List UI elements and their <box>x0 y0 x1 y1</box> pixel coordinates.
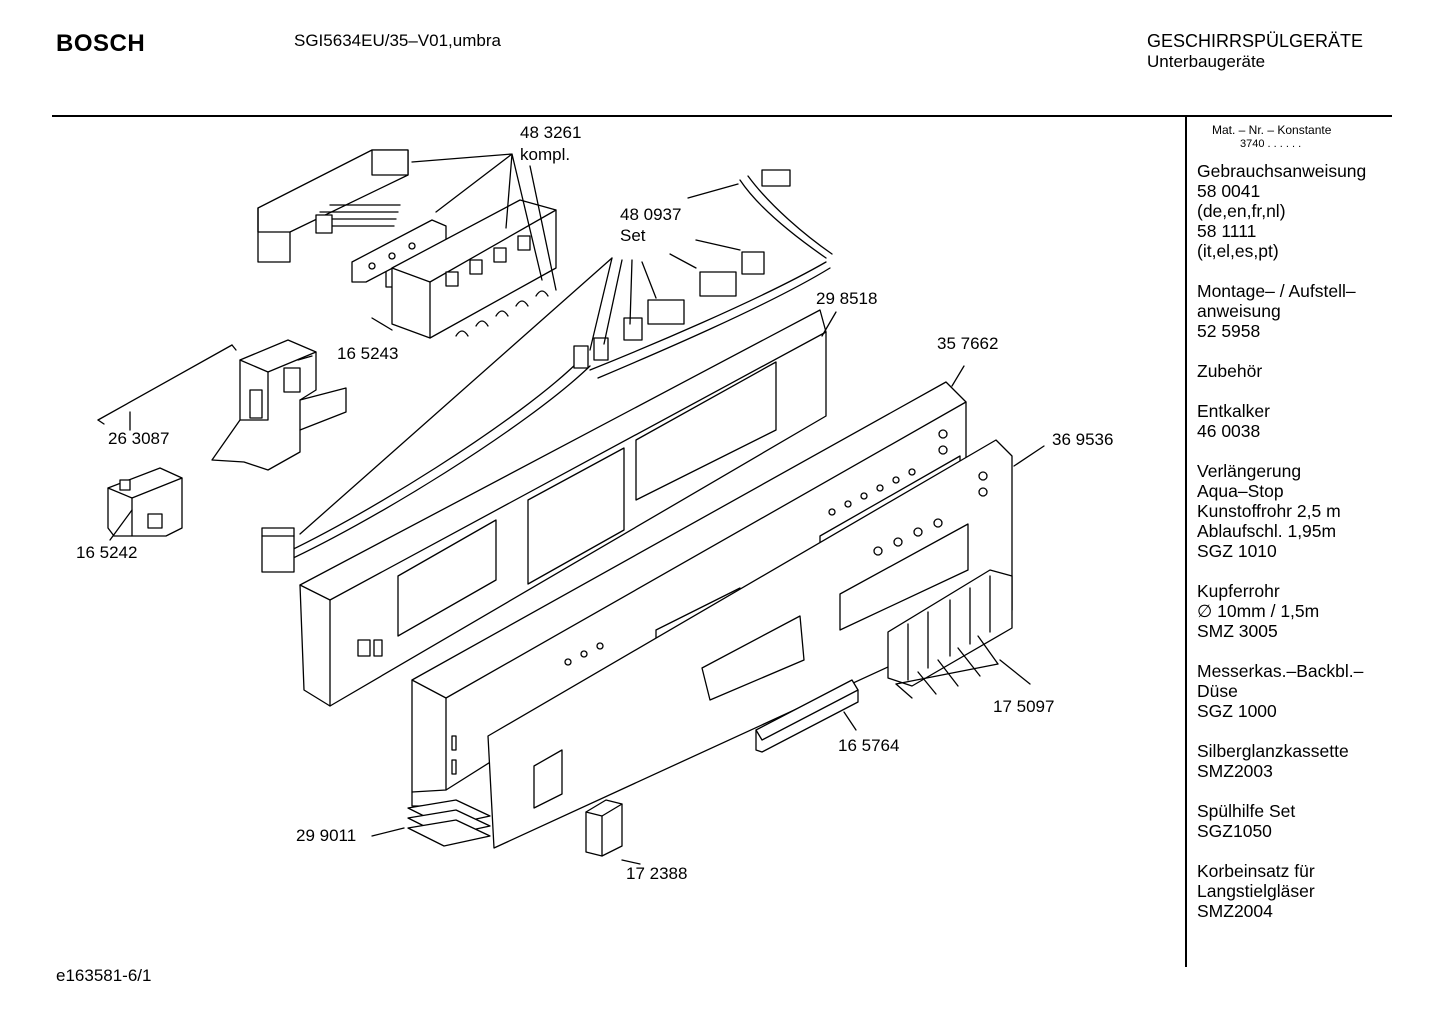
part-labels: 48 3261 kompl. 48 0937 Set 29 8518 16 52… <box>76 123 1113 883</box>
leader-lines <box>109 153 1045 865</box>
accessory-line: Entkalker <box>1197 401 1270 421</box>
part-label-480937: 48 0937 <box>620 205 681 224</box>
accessory-line: Messerkas.–Backbl.– <box>1197 661 1364 681</box>
accessory-group: Messerkas.–Backbl.– Düse SGZ 1000 <box>1197 661 1387 721</box>
accessory-line: SGZ 1010 <box>1197 541 1277 561</box>
fascia-part <box>487 439 1013 849</box>
accessory-line: Zubehör <box>1197 361 1263 381</box>
accessory-line: Langstielgläser <box>1197 881 1315 901</box>
accessory-group: Entkalker 46 0038 <box>1197 401 1387 441</box>
part-label-483261: 48 3261 <box>520 123 581 142</box>
accessory-line: (it,el,es,pt) <box>1197 241 1279 261</box>
trim-strip-part <box>755 679 859 753</box>
accessory-line: Verlängerung <box>1197 461 1302 481</box>
part-label-369536: 36 9536 <box>1052 430 1113 449</box>
accessory-line: Düse <box>1197 681 1238 701</box>
accessory-line: SMZ2004 <box>1197 901 1273 921</box>
accessory-line: 58 0041 <box>1197 181 1261 201</box>
accessory-line: Ablaufschl. 1,95m <box>1197 521 1337 541</box>
part-label-298518: 29 8518 <box>816 289 877 308</box>
category-subtitle: Unterbaugeräte <box>1147 52 1266 71</box>
accessory-group: Korbeinsatz für Langstielgläser SMZ2004 <box>1197 861 1387 921</box>
part-label-165242: 16 5242 <box>76 543 137 562</box>
accessory-line: anweisung <box>1197 301 1281 321</box>
accessory-line: SGZ1050 <box>1197 821 1272 841</box>
part-label-299011: 29 9011 <box>296 826 356 845</box>
accessory-group: Silberglanzkassette SMZ2003 <box>1197 741 1387 781</box>
cap-part <box>585 799 623 857</box>
category-title: GESCHIRRSPÜLGERÄTE <box>1147 31 1364 51</box>
accessory-line: 58 1111 <box>1197 221 1257 241</box>
accessory-line: (de,en,fr,nl) <box>1197 201 1286 221</box>
accessory-group: Kupferrohr ∅ 10mm / 1,5m SMZ 3005 <box>1197 581 1387 641</box>
accessory-line: SGZ 1000 <box>1197 701 1277 721</box>
part-label-357662: 35 7662 <box>937 334 998 353</box>
accessory-line: Montage– / Aufstell– <box>1197 281 1356 301</box>
accessory-group: Verlängerung Aqua–Stop Kunstoffrohr 2,5 … <box>1197 461 1387 561</box>
part-label-172388: 17 2388 <box>626 864 687 883</box>
part-label-175097: 17 5097 <box>993 697 1054 716</box>
accessory-group: Montage– / Aufstell– anweisung 52 5958 <box>1197 281 1387 341</box>
cable-harness-part <box>261 169 833 573</box>
accessory-line: Silberglanzkassette <box>1197 741 1349 761</box>
accessory-line: Kupferrohr <box>1197 581 1280 601</box>
accessory-group: Spülhilfe Set SGZ1050 <box>1197 801 1387 841</box>
foam-pads-part <box>407 799 491 847</box>
material-number-value: 3740 . . . . . . <box>1240 138 1302 150</box>
brand-logo: BOSCH <box>56 30 146 57</box>
accessory-list: Gebrauchsanweisung 58 0041 (de,en,fr,nl)… <box>1197 161 1387 941</box>
accessory-line: SMZ 3005 <box>1197 621 1278 641</box>
accessory-line: SMZ2003 <box>1197 761 1273 781</box>
accessory-line: 46 0038 <box>1197 421 1261 441</box>
drawing-id: e163581-6/1 <box>56 966 152 985</box>
accessory-line: Spülhilfe Set <box>1197 801 1296 821</box>
part-label-263087: 26 3087 <box>108 429 169 448</box>
material-number-label: Mat. – Nr. – Konstante <box>1212 123 1332 137</box>
part-label-165243: 16 5243 <box>337 344 398 363</box>
switch-bracket-part <box>97 339 347 471</box>
sidebar-divider <box>1185 117 1187 967</box>
part-label-480937-sub: Set <box>620 226 646 245</box>
part-label-165764: 16 5764 <box>838 736 899 755</box>
model-number: SGI5634EU/35–V01,umbra <box>294 31 501 50</box>
header-divider <box>52 115 1392 117</box>
exploded-parts-diagram: 48 3261 kompl. 48 0937 Set 29 8518 16 52… <box>76 123 1113 883</box>
button-keys-part <box>887 569 1013 699</box>
accessory-line: Kunstoffrohr 2,5 m <box>1197 501 1341 521</box>
accessory-line: ∅ 10mm / 1,5m <box>1197 601 1320 621</box>
part-label-483261-sub: kompl. <box>520 145 570 164</box>
panel-frame-part <box>299 309 827 707</box>
accessory-line: 52 5958 <box>1197 321 1261 341</box>
accessory-group: Zubehör <box>1197 361 1387 381</box>
relay-part <box>107 467 183 537</box>
control-module-part <box>257 149 557 339</box>
accessory-line: Korbeinsatz für <box>1197 861 1315 881</box>
accessory-group: Gebrauchsanweisung 58 0041 (de,en,fr,nl)… <box>1197 161 1387 261</box>
accessory-line: Aqua–Stop <box>1197 481 1284 501</box>
accessory-line: Gebrauchsanweisung <box>1197 161 1367 181</box>
